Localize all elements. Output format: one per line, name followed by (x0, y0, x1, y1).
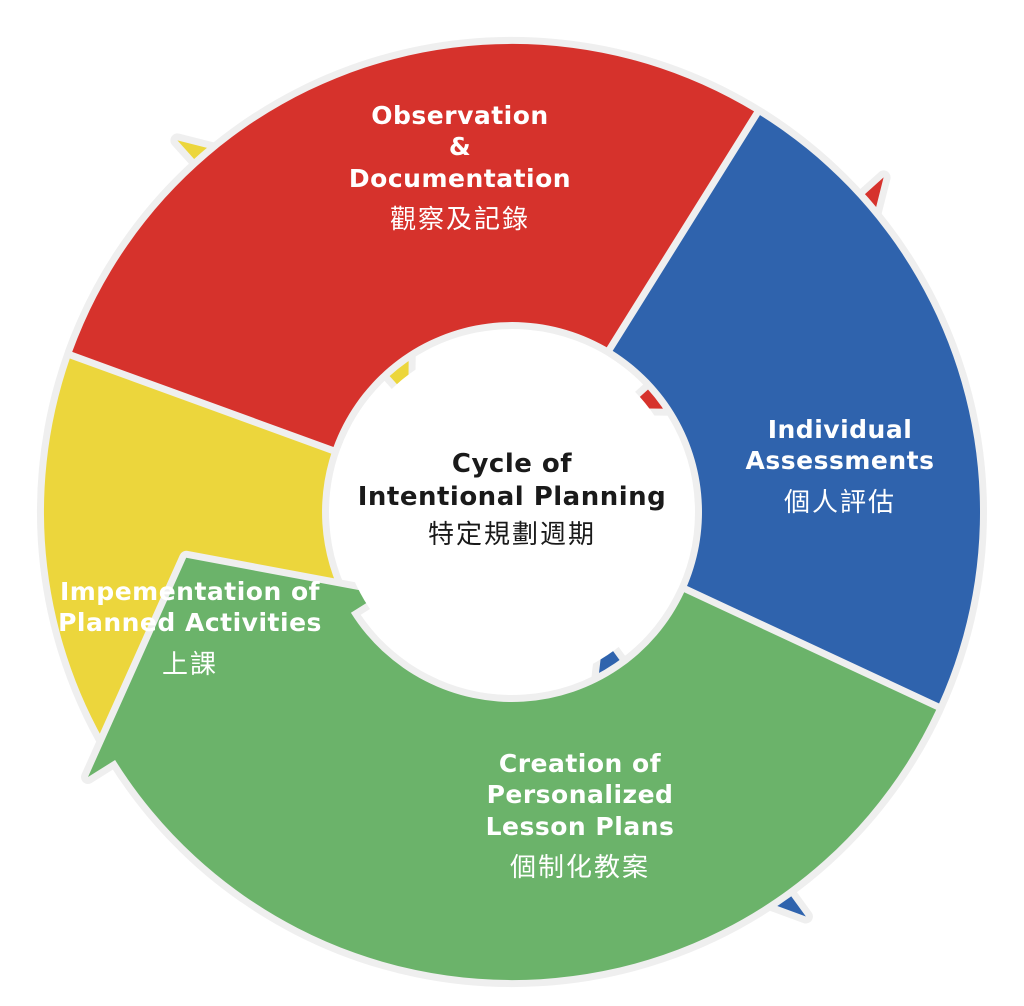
observation-line-2: & (448, 132, 472, 162)
implementation-zh: 上課 (161, 649, 218, 680)
center-title-line-1: Cycle of (451, 449, 573, 479)
observation-zh: 觀察及記錄 (389, 204, 530, 235)
lesson-plans-label: Creation of Personalized Lesson Plans 個制… (450, 748, 710, 884)
assessment-label: Individual Assessments 個人評估 (720, 414, 960, 519)
center-label: Cycle of Intentional Planning 特定規劃週期 (352, 448, 672, 552)
center-circle (340, 340, 684, 684)
lesson-plans-line-2: Personalized (486, 780, 674, 810)
observation-line-3: Documentation (348, 163, 572, 193)
center-title-line-2: Intentional Planning (357, 481, 667, 512)
lesson-plans-zh: 個制化教案 (509, 852, 650, 883)
assessment-line-1: Individual (767, 415, 913, 444)
cycle-arrows (36, 36, 987, 988)
implementation-label: Impementation of Planned Activities 上課 (40, 576, 340, 681)
assessment-line-2: Assessments (745, 446, 935, 476)
implementation-line-2: Planned Activities (58, 608, 322, 638)
observation-line-1: Observation (371, 101, 549, 130)
lesson-plans-line-1: Creation of (498, 749, 662, 778)
assessment-zh: 個人評估 (783, 487, 896, 518)
observation-label: Observation & Documentation 觀察及記錄 (330, 100, 590, 236)
implementation-line-1: Impementation of (59, 577, 321, 606)
lesson-plans-line-3: Lesson Plans (485, 811, 675, 841)
center-zh: 特定規劃週期 (427, 520, 596, 550)
lesson-plans-arrow (81, 550, 944, 988)
